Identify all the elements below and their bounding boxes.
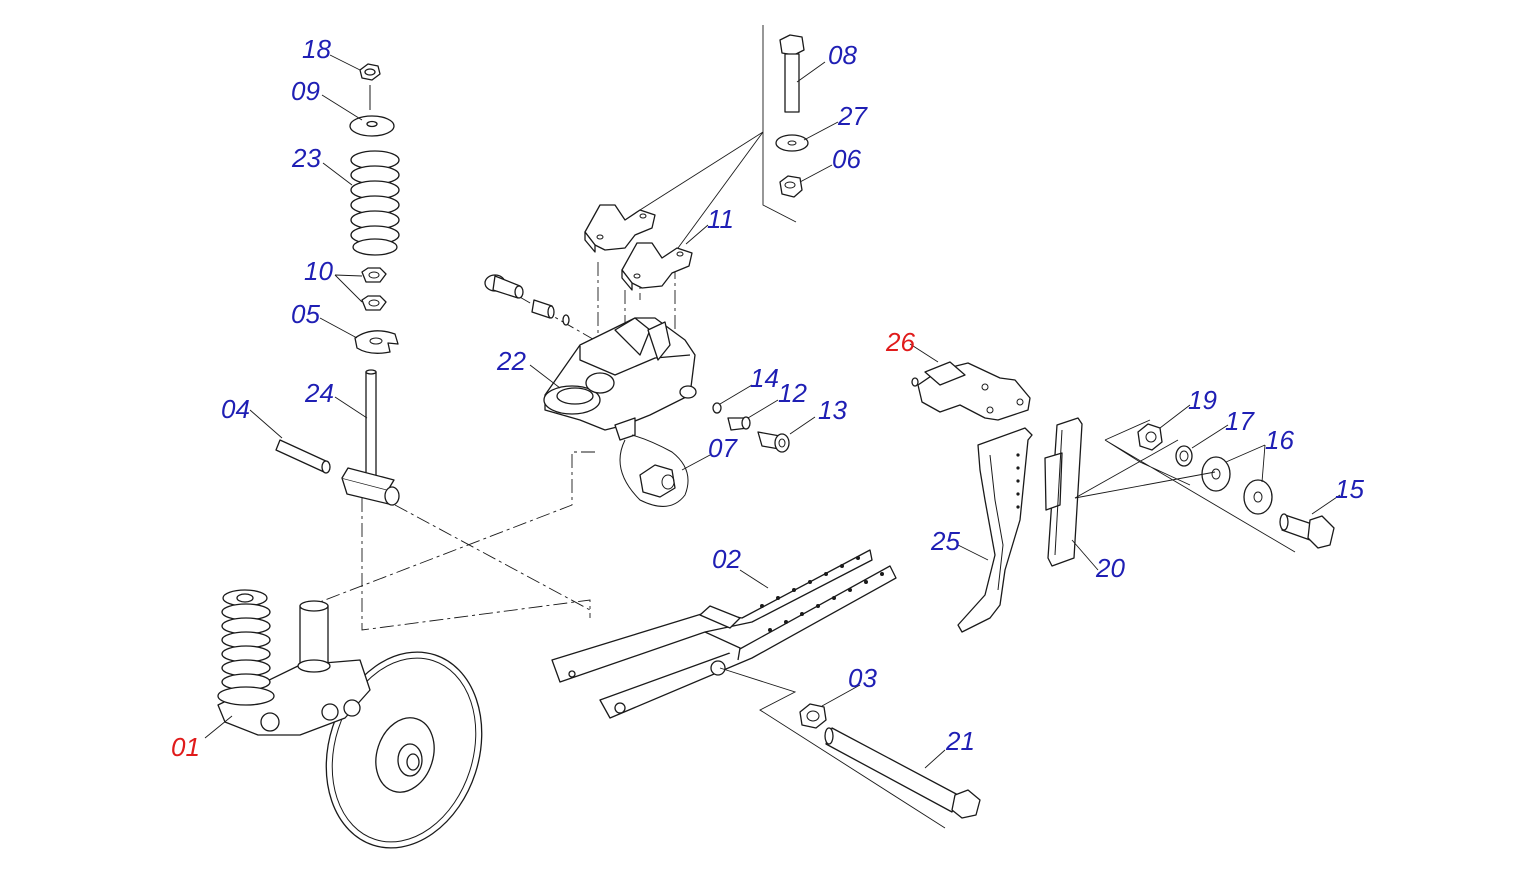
spacer-10[interactable] [361,267,387,311]
callout-02[interactable]: 02 [712,544,741,574]
callout-labels: 18 09 23 10 05 04 24 01 08 27 06 11 22 1… [171,34,1364,762]
plate-05[interactable] [354,330,399,354]
beam-02[interactable] [551,549,897,719]
bolt-21[interactable] [824,727,981,819]
bolt-08[interactable] [779,34,805,113]
callout-15[interactable]: 15 [1335,474,1364,504]
pivot-parts [484,274,790,453]
callout-14[interactable]: 14 [750,363,779,393]
fasteners-right [1104,419,1335,553]
spacer-left[interactable] [531,299,555,319]
coil-spring-23[interactable] [350,150,400,256]
washer-17[interactable] [1175,445,1193,467]
holder-26[interactable] [911,361,1031,421]
callout-03[interactable]: 03 [848,663,877,693]
bolt-15[interactable] [1279,513,1335,549]
pin-left[interactable] [484,274,524,299]
callout-06[interactable]: 06 [832,144,861,174]
bushing-13[interactable] [757,431,790,453]
callout-22[interactable]: 22 [496,346,526,376]
callout-09[interactable]: 09 [291,76,320,106]
callout-26[interactable]: 26 [885,327,915,357]
spring-assembly [349,63,400,354]
callout-24[interactable]: 24 [304,378,334,408]
nut-18[interactable] [359,63,381,81]
callout-08[interactable]: 08 [828,40,857,70]
top-bolt-group [762,25,809,223]
callout-17[interactable]: 17 [1225,406,1255,436]
sleeve-12[interactable] [727,416,751,431]
detail-07[interactable] [619,434,689,507]
callout-18[interactable]: 18 [302,34,331,64]
rod-assembly [275,369,400,506]
callout-07[interactable]: 07 [708,433,738,463]
point-20[interactable] [1044,417,1083,567]
callout-19[interactable]: 19 [1188,385,1217,415]
nut-03[interactable] [799,703,827,729]
pin-04[interactable] [275,439,331,474]
beam-bolt-group [719,667,981,829]
nut-06[interactable] [779,175,803,198]
callout-01[interactable]: 01 [171,732,200,762]
rod-24[interactable] [365,369,377,481]
callout-13[interactable]: 13 [818,395,847,425]
callout-05[interactable]: 05 [291,299,320,329]
callout-11[interactable]: 11 [707,204,734,234]
callout-10[interactable]: 10 [304,256,333,286]
disc-assembly-01[interactable] [217,589,506,868]
callout-25[interactable]: 25 [930,526,960,556]
ring-14[interactable] [712,402,722,414]
callout-27[interactable]: 27 [837,101,868,131]
callout-21[interactable]: 21 [945,726,975,756]
callout-leaders [204,54,1341,769]
tine-25[interactable] [957,427,1033,633]
washer-27[interactable] [775,134,809,152]
callout-04[interactable]: 04 [221,394,250,424]
washer-16[interactable] [1201,456,1273,515]
brackets-11[interactable] [584,204,693,291]
callout-20[interactable]: 20 [1095,553,1125,583]
callout-16[interactable]: 16 [1265,425,1294,455]
hub-22[interactable] [543,317,697,441]
nut-19[interactable] [1137,423,1163,451]
callout-23[interactable]: 23 [291,143,321,173]
washer-09[interactable] [349,115,395,137]
bushing[interactable] [341,467,400,506]
callout-12[interactable]: 12 [778,378,807,408]
